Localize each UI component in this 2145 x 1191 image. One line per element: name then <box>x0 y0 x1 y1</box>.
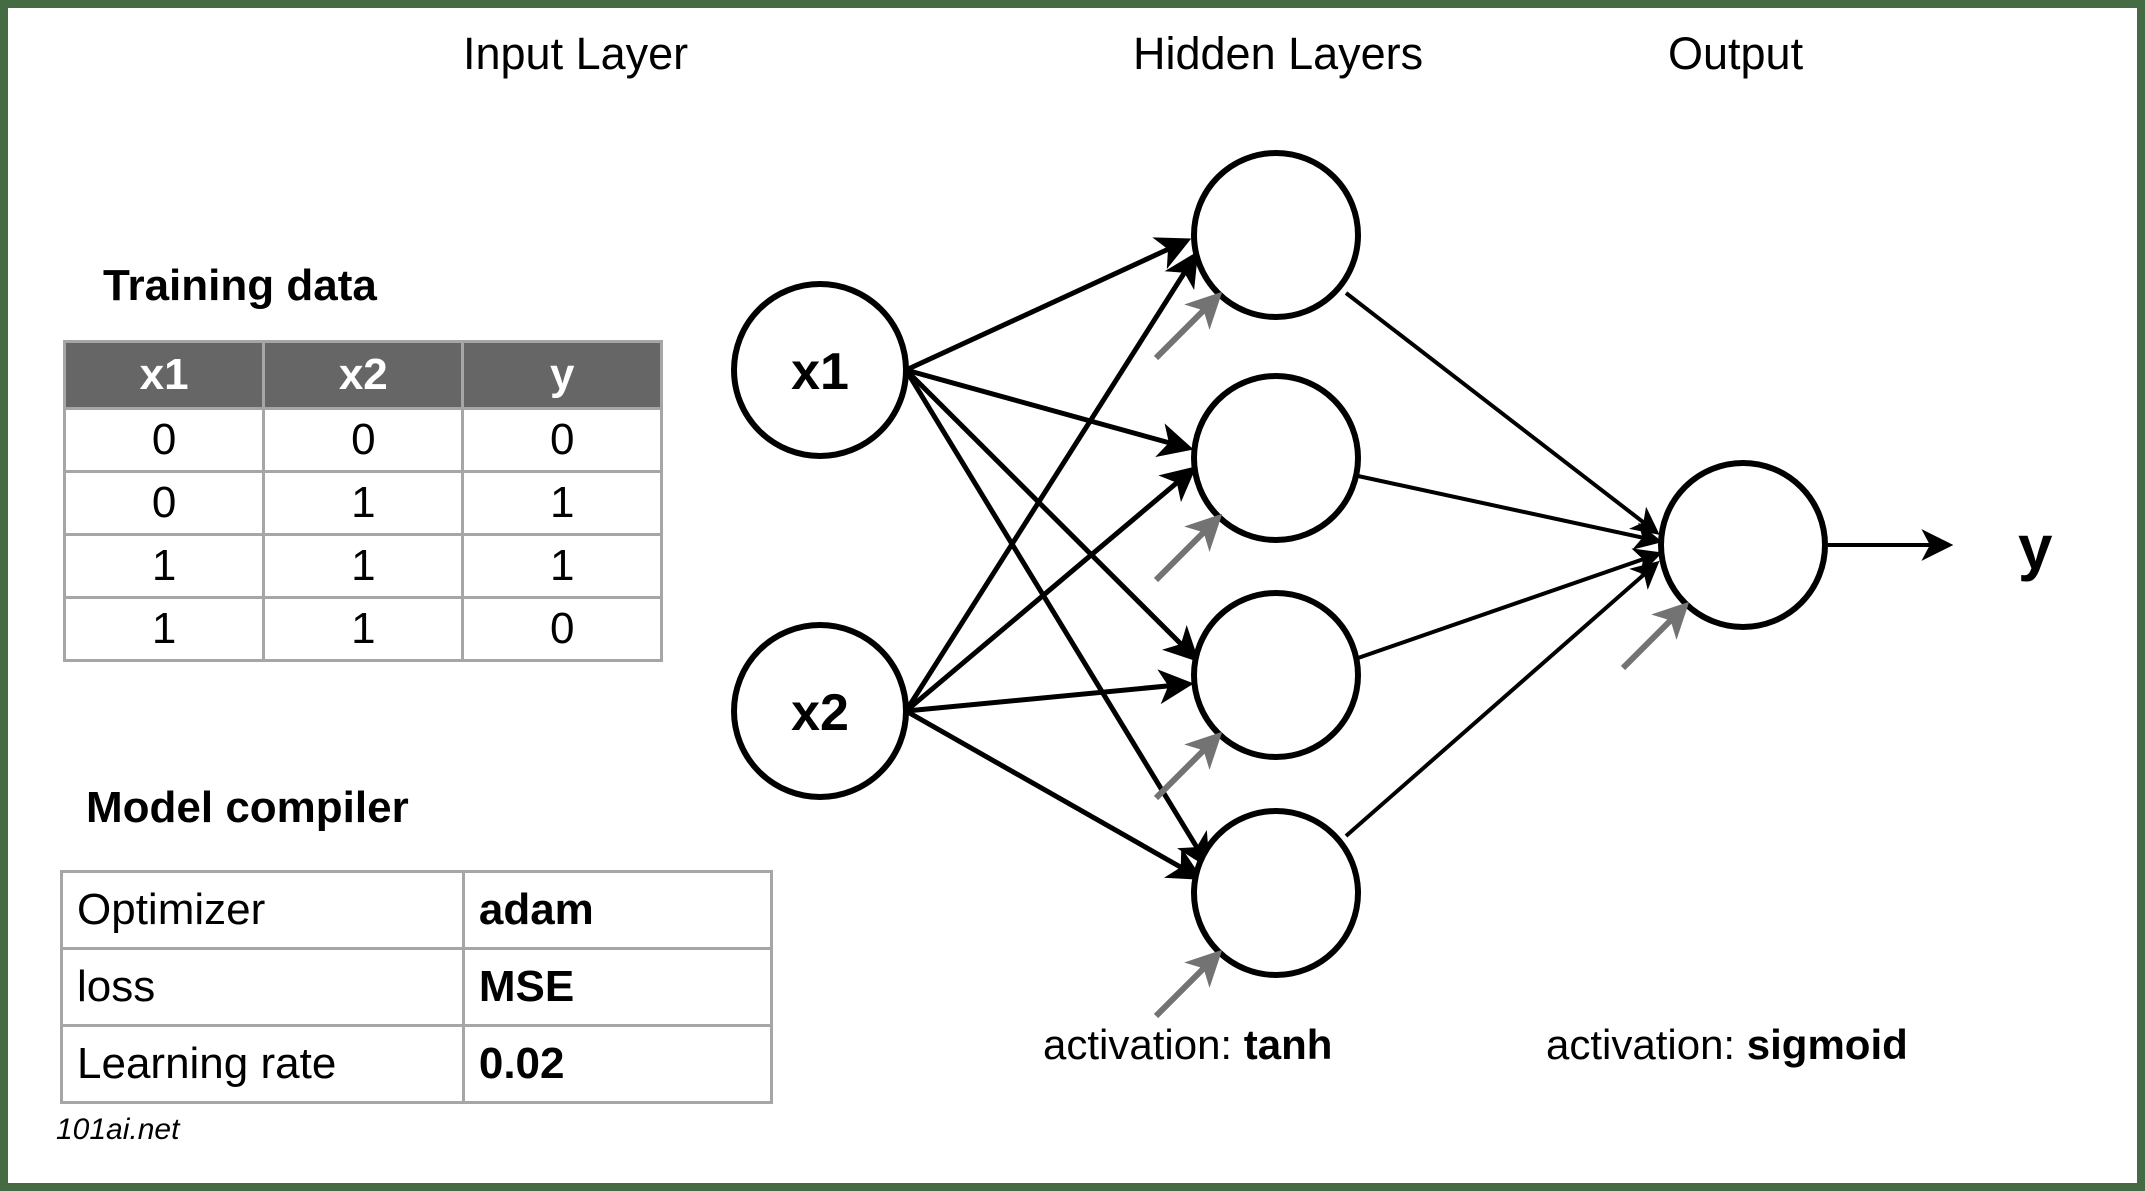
edge-h2-out <box>1357 474 1663 550</box>
activation-arrow-icon-h4 <box>1153 949 1223 1019</box>
table-row: 1 1 1 <box>62 533 663 599</box>
hidden-layers-title: Hidden Layers <box>1133 28 1424 79</box>
cell-y: 1 <box>461 533 663 599</box>
neural-network-graphic: x1 x2 y <box>731 150 2053 1019</box>
model-compiler-table: Optimizer adam loss MSE Learning rate 0.… <box>60 870 774 1104</box>
edges-hidden-to-output <box>1344 291 1663 838</box>
compiler-key-loss: loss <box>60 947 465 1027</box>
table-row: loss MSE <box>60 947 774 1027</box>
cell-x1: 0 <box>62 407 266 473</box>
edge-x1-h1 <box>904 237 1192 373</box>
output-layer-title: Output <box>1668 28 1804 79</box>
node-circle <box>1191 373 1361 543</box>
table-row: 0 0 0 <box>62 407 663 473</box>
table-row: 1 1 0 <box>62 596 663 662</box>
edges-input-to-hidden <box>903 237 1211 880</box>
output-activation-prefix: activation: <box>1546 1021 1747 1068</box>
activation-arrow-icon-h3 <box>1153 731 1223 801</box>
hidden-node-4[interactable] <box>1191 808 1361 978</box>
table-header-row: x1 x2 y <box>62 340 663 410</box>
site-credit: 101ai.net <box>56 1113 180 1146</box>
edge-x1-h4 <box>903 368 1211 869</box>
compiler-key-learning-rate: Learning rate <box>60 1024 465 1104</box>
cell-y: 0 <box>461 407 663 473</box>
hidden-activation-caption: activation: tanh <box>1043 1021 1332 1069</box>
input-node-x1[interactable]: x1 <box>731 281 909 459</box>
edge-x1-h2 <box>905 367 1194 458</box>
node-circle <box>731 622 909 800</box>
compiler-value-loss: MSE <box>461 947 774 1027</box>
hidden-activation-prefix: activation: <box>1043 1021 1244 1068</box>
hidden-activation-value: tanh <box>1243 1021 1333 1068</box>
cell-x1: 0 <box>62 470 266 536</box>
output-activation-value: sigmoid <box>1746 1021 1908 1068</box>
input-node-label: x2 <box>791 684 849 742</box>
column-header-x1: x1 <box>62 340 266 410</box>
node-circle <box>731 281 909 459</box>
edge-x2-h1 <box>903 251 1199 713</box>
cell-x2: 1 <box>262 470 465 536</box>
input-layer-title: Input Layer <box>463 28 689 79</box>
input-node-label: x1 <box>791 343 849 401</box>
node-circle <box>1191 808 1361 978</box>
cell-x2: 0 <box>262 407 465 473</box>
edge-x2-h2 <box>904 466 1197 713</box>
cell-y: 1 <box>461 470 663 536</box>
cell-y: 0 <box>461 596 663 662</box>
model-compiler-heading: Model compiler <box>86 783 409 832</box>
output-activation-caption: activation: sigmoid <box>1546 1021 1908 1069</box>
node-circle <box>1191 150 1361 320</box>
training-data-table: x1 x2 y 0 0 0 0 1 1 1 1 1 1 1 <box>62 340 663 662</box>
edge-x1-h3 <box>904 368 1200 663</box>
node-circle <box>1658 460 1828 630</box>
compiler-value-learning-rate: 0.02 <box>461 1024 774 1104</box>
node-circle <box>1191 590 1361 760</box>
table-row: Learning rate 0.02 <box>60 1024 774 1104</box>
training-data-heading: Training data <box>103 261 377 310</box>
column-header-y: y <box>461 340 663 410</box>
activation-arrow-icon-h2 <box>1153 513 1223 583</box>
column-header-x2: x2 <box>262 340 465 410</box>
output-node[interactable] <box>1658 460 1828 630</box>
cell-x2: 1 <box>262 596 465 662</box>
table-row: Optimizer adam <box>60 870 774 950</box>
edge-x2-h3 <box>905 669 1194 714</box>
cell-x2: 1 <box>262 533 465 599</box>
cell-x1: 1 <box>62 533 266 599</box>
input-node-x2[interactable]: x2 <box>731 622 909 800</box>
edge-h3-out <box>1357 548 1663 660</box>
edge-h4-out <box>1344 560 1660 838</box>
compiler-value-optimizer: adam <box>461 870 774 950</box>
compiler-key-optimizer: Optimizer <box>60 870 465 950</box>
activation-pointer-arrows <box>1153 291 1690 1019</box>
table-row: 0 1 1 <box>62 470 663 536</box>
edge-h1-out <box>1344 291 1660 535</box>
output-signal-label: y <box>2018 514 2053 583</box>
activation-arrow-icon-h1 <box>1153 291 1223 361</box>
hidden-node-3[interactable] <box>1191 590 1361 760</box>
cell-x1: 1 <box>62 596 266 662</box>
hidden-node-1[interactable] <box>1191 150 1361 320</box>
hidden-node-2[interactable] <box>1191 373 1361 543</box>
edge-x2-h4 <box>904 708 1204 880</box>
activation-arrow-icon-output <box>1620 601 1690 671</box>
